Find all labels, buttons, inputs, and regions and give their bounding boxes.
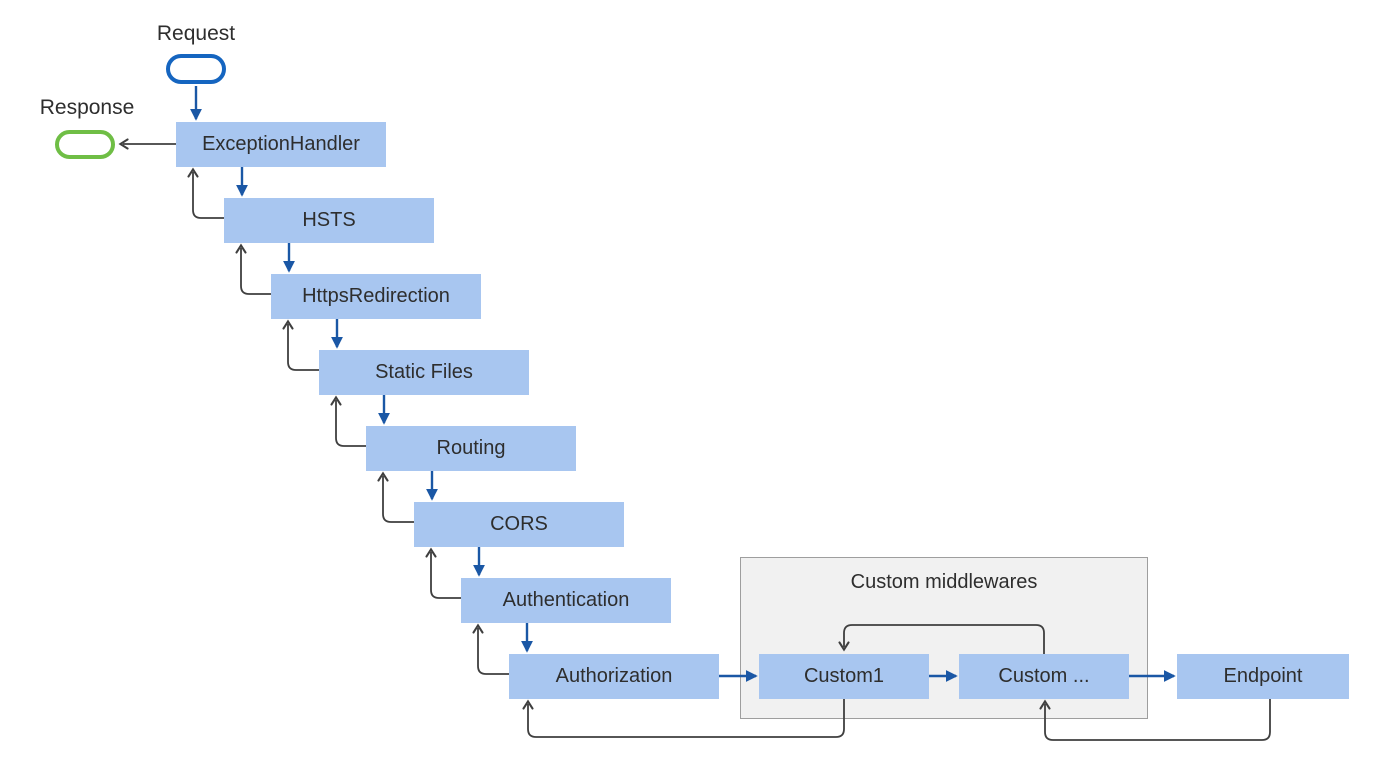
return-arrow-custommore-to-custom1 <box>838 624 1045 654</box>
response-label: Response <box>39 96 135 119</box>
response-terminal <box>55 130 115 159</box>
return-arrow-authentication-to-cors <box>425 547 461 599</box>
node-custom-more: Custom ... <box>959 654 1129 699</box>
node-authentication: Authentication <box>461 578 671 623</box>
node-authorization: Authorization <box>509 654 719 699</box>
node-custom1: Custom1 <box>759 654 929 699</box>
node-endpoint: Endpoint <box>1177 654 1349 699</box>
node-static-files: Static Files <box>319 350 529 395</box>
custom-middlewares-title: Custom middlewares <box>850 571 1038 593</box>
request-terminal <box>166 54 226 84</box>
return-arrow-cors-to-routing <box>377 471 414 523</box>
node-cors: CORS <box>414 502 624 547</box>
request-label: Request <box>156 22 236 45</box>
return-arrow-staticfiles-to-httpsredirection <box>282 319 319 371</box>
return-arrow-routing-to-staticfiles <box>330 395 366 447</box>
node-routing: Routing <box>366 426 576 471</box>
node-hsts: HSTS <box>224 198 434 243</box>
return-arrow-endpoint-to-custommore <box>1039 699 1271 741</box>
return-arrow-custom1-to-authorization <box>522 699 845 738</box>
node-https-redirection: HttpsRedirection <box>271 274 481 319</box>
return-arrow-authorization-to-authentication <box>472 623 509 675</box>
return-arrow-hsts-to-exceptionhandler <box>187 167 224 219</box>
return-arrow-httpsredirection-to-hsts <box>235 243 271 295</box>
node-exception-handler: ExceptionHandler <box>176 122 386 167</box>
